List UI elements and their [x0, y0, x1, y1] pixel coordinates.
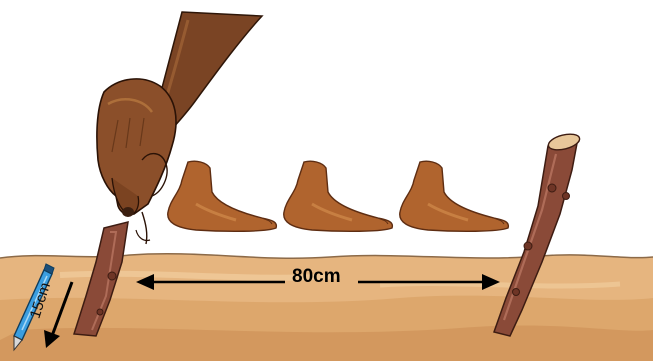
foot-icon-1: [168, 161, 277, 231]
foot-icon-2: [284, 161, 393, 231]
foot-icon-3: [400, 161, 509, 231]
spacing-label: 80cm: [292, 266, 341, 288]
